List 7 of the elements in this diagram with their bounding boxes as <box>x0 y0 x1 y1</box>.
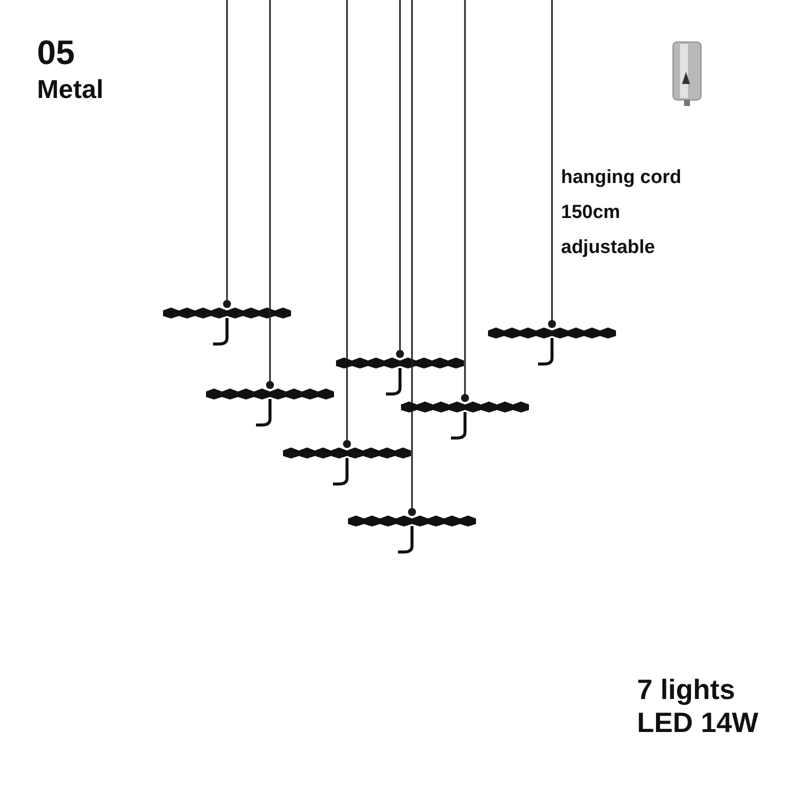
power-rating: LED 14W <box>637 709 758 737</box>
model-number: 05 <box>37 36 75 70</box>
cord-length: 150cm <box>561 203 620 222</box>
material-label: Metal <box>37 76 104 102</box>
cord-note: hanging cord <box>561 168 682 187</box>
light-count: 7 lights <box>637 676 736 704</box>
cord-note: adjustable <box>561 238 655 257</box>
